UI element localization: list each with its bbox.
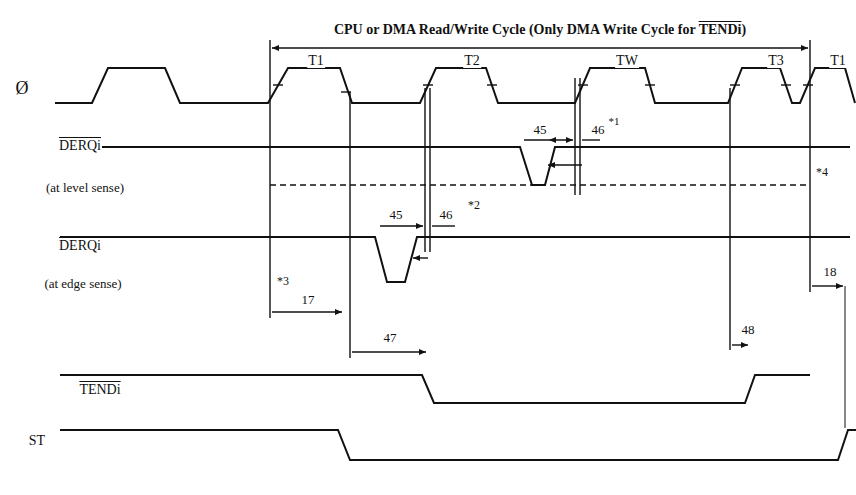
timing-number: 18	[823, 265, 838, 278]
state-name: T1	[307, 54, 325, 68]
timing-number: 46	[439, 208, 454, 221]
note-mark: *3	[276, 275, 290, 287]
state-name: TW	[615, 54, 639, 68]
signal-name: Ø	[15, 79, 30, 97]
signal-name: DERQi	[58, 139, 102, 153]
signal-name: DERQi	[58, 239, 102, 253]
timing-number: 45	[533, 123, 548, 136]
state-name: T2	[463, 54, 481, 68]
note-mark: *2	[467, 199, 481, 211]
timing-number: 47	[383, 331, 398, 344]
timing-number: 46	[591, 123, 606, 136]
signal-note: (at edge sense)	[43, 277, 122, 290]
timing-number: 48	[741, 323, 756, 336]
signal-note: (at level sense)	[45, 181, 125, 194]
note-mark: *4	[815, 166, 829, 178]
signal-name: TENDi	[78, 383, 121, 397]
timing-number: 17	[301, 293, 316, 306]
timing-number: 45	[389, 208, 404, 221]
cycle-title: CPU or DMA Read/Write Cycle (Only DMA Wr…	[333, 23, 747, 37]
state-name: T1	[829, 54, 847, 68]
signal-name: ST	[28, 434, 46, 448]
note-mark: *1	[608, 116, 621, 127]
state-name: T3	[767, 54, 785, 68]
